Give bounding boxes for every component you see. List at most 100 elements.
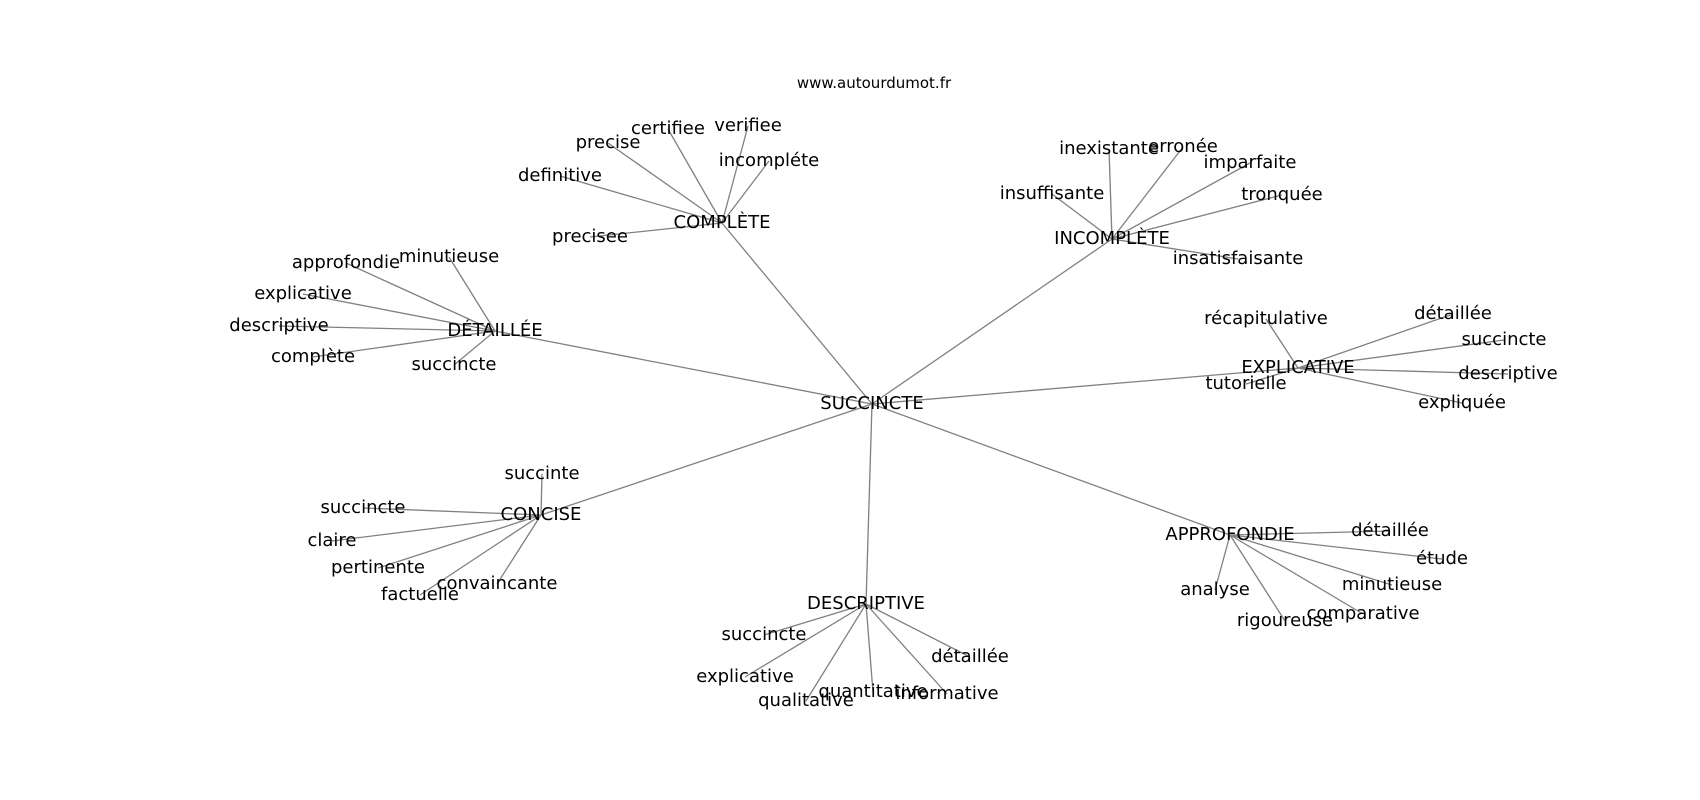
leaf-node: certifiee — [631, 118, 705, 139]
edge-cluster-to-leaf — [1051, 193, 1113, 240]
edge-cluster-to-leaf — [1229, 530, 1391, 536]
cluster-node: DESCRIPTIVE — [807, 593, 925, 614]
leaf-node: claire — [307, 530, 356, 551]
leaf-node: definitive — [518, 165, 602, 186]
edge-cluster-to-leaf — [763, 603, 867, 636]
leaf-node: insatisfaisante — [1173, 248, 1304, 269]
edge-cluster-to-leaf — [448, 256, 496, 332]
edge-cluster-to-leaf — [377, 514, 542, 569]
leaf-node: pertinente — [331, 557, 425, 578]
leaf-node: convaincante — [437, 573, 558, 594]
leaf-node: succincte — [320, 497, 405, 518]
leaf-node: explicative — [696, 666, 794, 687]
leaf-node: détaillée — [1351, 520, 1429, 541]
edge-center-to-cluster — [871, 367, 1299, 405]
edge-cluster-to-leaf — [1229, 534, 1443, 560]
leaf-node: precisee — [552, 226, 628, 247]
edge-cluster-to-leaf — [331, 514, 542, 542]
edge-cluster-to-leaf — [721, 160, 770, 224]
edge-cluster-to-leaf — [1297, 367, 1463, 404]
leaf-node: verifiee — [714, 115, 782, 136]
leaf-node: succincte — [721, 624, 806, 645]
edge-center-to-cluster — [494, 330, 873, 405]
edge-cluster-to-leaf — [1111, 238, 1239, 260]
leaf-node: succinte — [504, 463, 579, 484]
leaf-node: succincte — [411, 354, 496, 375]
leaf-node: descriptive — [229, 315, 328, 336]
edge-cluster-to-leaf — [805, 603, 867, 702]
edge-cluster-to-leaf — [302, 293, 496, 332]
cluster-node: EXPLICATIVE — [1241, 357, 1354, 378]
edge-center-to-cluster — [871, 403, 1231, 536]
cluster-node: CONCISE — [501, 504, 582, 525]
edge-center-to-cluster — [865, 403, 873, 605]
leaf-node: minutieuse — [1342, 574, 1442, 595]
leaf-node: récapitulative — [1204, 308, 1328, 329]
leaf-node: descriptive — [1458, 363, 1557, 384]
edge-cluster-to-leaf — [1245, 367, 1299, 385]
leaf-node: tutorielle — [1205, 373, 1286, 394]
leaf-node: détaillée — [1414, 303, 1492, 324]
leaf-node: explicative — [254, 283, 352, 304]
edge-cluster-to-leaf — [1229, 534, 1393, 586]
edge-cluster-to-leaf — [865, 603, 971, 658]
edge-center-to-cluster — [871, 238, 1113, 405]
graph-labels: SUCCINCTE COMPLÈTE certifiee verifiee precis… — [229, 115, 1557, 711]
leaf-node: tronquée — [1241, 184, 1322, 205]
leaf-node: complète — [271, 346, 355, 367]
cluster-node: DÉTAILLÉE — [447, 319, 542, 341]
edge-cluster-to-leaf — [496, 514, 542, 585]
edge-cluster-to-leaf — [362, 507, 542, 516]
leaf-node: imparfaite — [1204, 152, 1297, 173]
leaf-node: analyse — [1180, 579, 1250, 600]
graph-edges — [278, 125, 1509, 702]
edge-center-to-cluster — [540, 403, 873, 516]
edge-cluster-to-leaf — [345, 262, 496, 332]
edge-cluster-to-leaf — [419, 514, 542, 596]
leaf-node: comparative — [1306, 603, 1419, 624]
cluster-node: APPROFONDIE — [1165, 524, 1294, 545]
leaf-node: qualitative — [758, 690, 854, 711]
edge-cluster-to-leaf — [667, 128, 723, 224]
cluster-node: INCOMPLÈTE — [1054, 227, 1170, 249]
edge-cluster-to-leaf — [312, 330, 496, 358]
leaf-node: incompléte — [719, 150, 820, 171]
leaf-node: succincte — [1461, 329, 1546, 350]
leaf-node: factuelle — [381, 584, 459, 605]
edge-cluster-to-leaf — [1111, 162, 1251, 240]
edge-cluster-to-leaf — [1229, 534, 1364, 615]
edge-cluster-to-leaf — [1111, 146, 1184, 240]
edge-cluster-to-leaf — [1297, 313, 1454, 369]
leaf-node: expliquée — [1418, 392, 1506, 413]
center-node: SUCCINCTE — [820, 393, 923, 414]
leaf-node: precise — [576, 132, 641, 153]
edge-cluster-to-leaf — [589, 222, 723, 238]
edge-cluster-to-leaf — [1108, 148, 1113, 240]
edge-cluster-to-leaf — [1229, 534, 1286, 622]
edge-cluster-to-leaf — [607, 142, 723, 224]
leaf-node: insuffisante — [1000, 183, 1105, 204]
leaf-node: quantitative — [818, 681, 927, 702]
leaf-node: rigoureuse — [1237, 610, 1333, 631]
edge-cluster-to-leaf — [1111, 194, 1283, 240]
edge-cluster-to-leaf — [1214, 534, 1231, 591]
edge-center-to-cluster — [721, 222, 873, 405]
leaf-node: inexistante — [1059, 138, 1159, 159]
edge-cluster-to-leaf — [1297, 367, 1509, 375]
edge-cluster-to-leaf — [865, 603, 948, 695]
leaf-node: minutieuse — [399, 246, 499, 267]
edge-cluster-to-leaf — [744, 603, 867, 678]
edge-cluster-to-leaf — [540, 473, 543, 516]
edge-cluster-to-leaf — [559, 175, 723, 224]
edge-cluster-to-leaf — [1297, 339, 1505, 369]
edge-cluster-to-leaf — [865, 603, 874, 693]
cluster-node: COMPLÈTE — [674, 211, 771, 233]
leaf-node: erronée — [1148, 136, 1218, 157]
leaf-node: approfondie — [292, 252, 400, 273]
source-url: www.autourdumot.fr — [797, 74, 952, 92]
leaf-node: détaillée — [931, 646, 1009, 667]
leaf-node: informative — [895, 683, 998, 704]
leaf-node: étude — [1416, 548, 1468, 569]
edge-cluster-to-leaf — [453, 330, 496, 366]
